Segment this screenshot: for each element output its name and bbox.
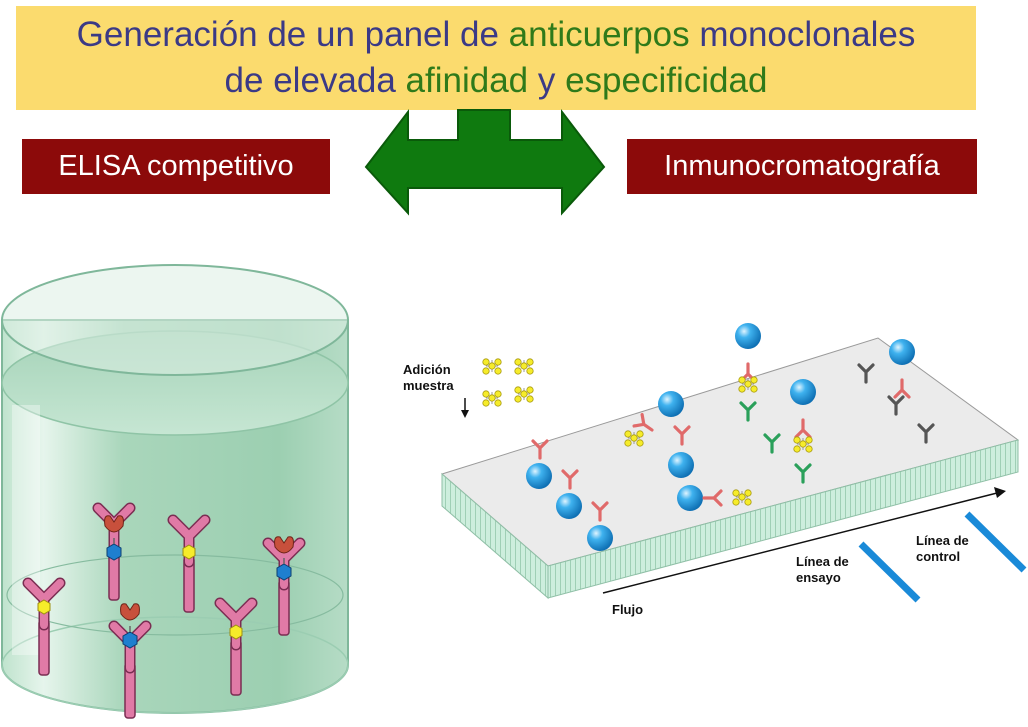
sample-arrow-head-icon [461, 410, 469, 418]
antibody-with-enzyme-conjugate [114, 603, 146, 719]
labeled-antibody-bound [624, 391, 684, 447]
labeled-antibody [556, 469, 582, 519]
immunochromatography-label-box: Inmunocromatografía [627, 139, 977, 194]
elisa-well [1, 264, 349, 714]
antibody-with-enzyme-conjugate [98, 508, 130, 601]
control-line-marker [964, 511, 1027, 573]
title-line-1: Generación de un panel de anticuerpos mo… [77, 12, 916, 58]
flow-arrow-head-icon [994, 487, 1006, 498]
title-highlight: anticuerpos [508, 15, 690, 54]
test-strip [440, 337, 1020, 600]
antibody-with-hapten [220, 603, 252, 696]
labeled-antibody [587, 501, 613, 551]
sample-label: Adición [403, 362, 451, 377]
test-line-marker [858, 541, 921, 603]
antibody-with-hapten [173, 520, 205, 613]
title-text: y [528, 61, 566, 100]
sample-molecule-icon [482, 358, 502, 375]
test-line-label: ensayo [796, 570, 841, 585]
flow-label: Flujo [612, 602, 643, 617]
double-arrow-icon [364, 109, 606, 216]
labeled-antibody [668, 425, 694, 478]
control-line-label: control [916, 549, 960, 564]
labeled-antibody [526, 439, 552, 489]
title-text: de elevada [224, 61, 406, 100]
sample-molecule-icon [482, 390, 502, 407]
antibody-with-hapten [28, 583, 60, 676]
control-line-label: Línea de [916, 533, 969, 548]
title-text: Generación de un panel de [76, 15, 509, 54]
sample-molecule-icon [514, 358, 534, 375]
elisa-label-box: ELISA competitivo [22, 139, 330, 194]
sample-label: muestra [403, 378, 454, 393]
title-text: monoclonales [689, 15, 916, 54]
test-line-capture-complex [790, 379, 816, 484]
title-line-2: de elevada afinidad y especificidad [225, 58, 768, 104]
antibody-with-enzyme-conjugate [268, 536, 300, 636]
title-banner: Generación de un panel de anticuerpos mo… [16, 6, 976, 110]
labeled-antibody-bound [677, 485, 752, 511]
test-line-label: Línea de [796, 554, 849, 569]
control-line-capture-complex [887, 339, 915, 416]
title-highlight: especificidad [565, 61, 768, 100]
flow-arrow-icon [602, 492, 998, 594]
test-line-capture-complex [735, 323, 761, 422]
sample-molecule-icon [514, 386, 534, 403]
title-highlight: afinidad [405, 61, 529, 100]
